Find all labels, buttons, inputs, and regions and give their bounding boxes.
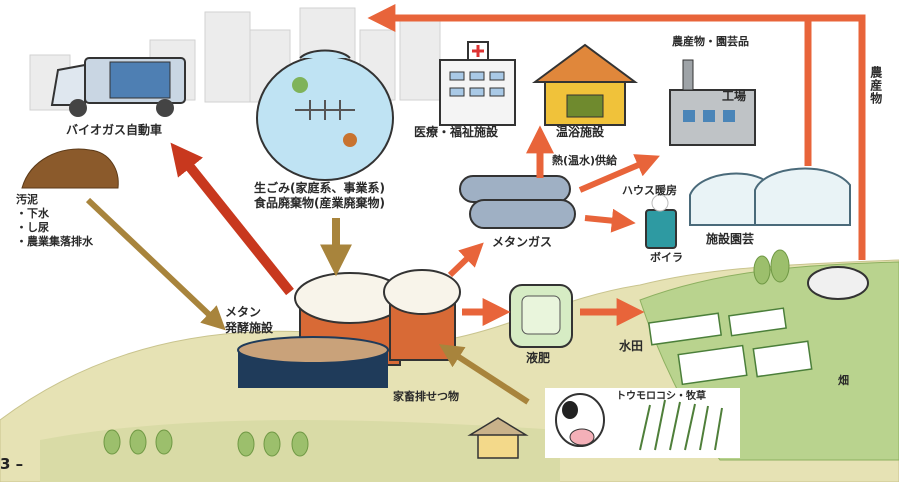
arrow-livestock-in (438, 344, 530, 405)
label-food-waste-line1: 生ごみ(家庭系、事業系) (254, 181, 385, 195)
liquid-fertilizer-tank-illustration (509, 284, 573, 348)
label-methane-plant-line1: メタン (225, 305, 262, 319)
label-heat-supply: 熱(温水)供給 (552, 154, 618, 167)
label-corn-grass: トウモロコシ・牧草 (616, 391, 706, 402)
fermentation-tank-illustration (237, 269, 461, 388)
label-sludge-title: 汚泥 (16, 193, 38, 206)
factory-illustration (669, 59, 756, 146)
trees (103, 249, 790, 457)
label-greenhouse: 施設園芸 (706, 232, 755, 246)
hospital-illustration (439, 41, 516, 126)
greenhouse-illustration (689, 167, 851, 226)
label-methane-plant-line2: 発酵施設 (225, 321, 274, 335)
label-bath: 温浴施設 (556, 125, 605, 139)
label-methane-gas: メタンガス (492, 235, 553, 249)
label-crops-vertical: 農産物 (868, 66, 883, 105)
label-boiler: ボイラ (650, 251, 683, 264)
label-food-waste-line2: 食品廃棄物(産業廃棄物) (254, 196, 385, 210)
label-factory: 工場 (722, 89, 747, 103)
label-biogas-vehicle: バイオガス自動車 (66, 123, 163, 137)
label-crops-top: 農産物・園芸品 (672, 35, 749, 48)
arrow-to-methane-gas (447, 242, 484, 278)
label-liquid-fertilizer: 液肥 (526, 351, 551, 365)
arrow-to-boiler (584, 208, 636, 233)
label-sludge-item-sewage: ・下水 (16, 207, 49, 220)
paddy-field-illustration (647, 307, 813, 386)
arrow-to-biogas-vehicle (170, 142, 294, 296)
boiler-illustration (645, 194, 677, 249)
bathhouse-illustration (531, 43, 639, 126)
label-field: 畑 (838, 374, 849, 387)
label-sludge-item-agri-drainage: ・農業集落排水 (16, 235, 93, 248)
label-livestock: 家畜排せつ物 (393, 390, 459, 403)
food-waste-bag-illustration (256, 49, 394, 181)
label-sludge-item-nightsoil: ・し尿 (16, 221, 49, 234)
label-house-heating: ハウス暖房 (622, 184, 677, 197)
sludge-pile-illustration (21, 148, 119, 189)
house-illustration (467, 417, 529, 459)
arrow-crops-return (367, 4, 866, 260)
label-paddy: 水田 (619, 339, 644, 353)
label-medical: 医療・福祉施設 (414, 125, 499, 139)
arrow-sludge-in (85, 197, 226, 331)
biogas-truck-illustration (50, 57, 186, 117)
tank-trailer-illustration (807, 266, 869, 300)
arrow-to-factory (578, 154, 660, 193)
page-number-fragment: 3 – (0, 455, 24, 473)
cow-corn-panel (545, 388, 740, 458)
methane-gas-tanks-illustration (459, 175, 576, 229)
